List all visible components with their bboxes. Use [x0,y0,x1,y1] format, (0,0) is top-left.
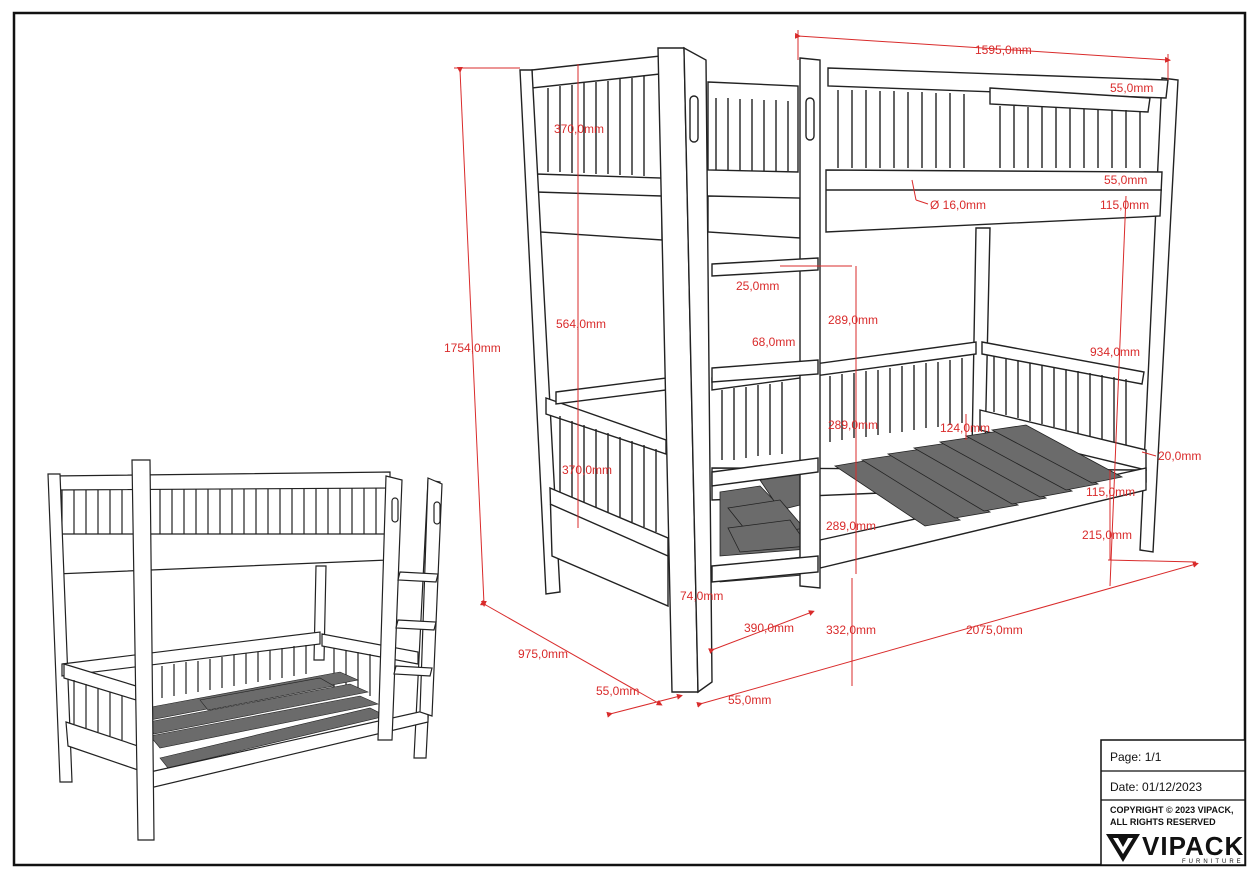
preview-lower-back-rail [61,631,321,677]
back-right-post [1139,77,1179,553]
dimension-labels: 1595,0mm 55,0mm 370,0mm 55,0mm Ø 16,0mm … [444,43,1201,707]
dim-bed-height-upper: 934,0mm [1090,345,1140,359]
bunk-bed-preview-view [47,459,443,841]
back-left-post [519,69,561,595]
preview-top-rail [51,471,391,491]
sheet-border [12,11,1247,867]
vipack-logo-word: VIPACK [1142,831,1244,861]
ladder-handle-slot [805,97,815,141]
upper-back-top-rail [827,67,1169,99]
upper-side-frame [707,195,801,239]
dim-guard-height-bottom: 370,0mm [562,463,612,477]
upper-front-frame-line [535,191,663,197]
dim-overall-width: 975,0mm [518,647,568,661]
preview-handle-slot-right [433,501,441,525]
preview-lower-front-slats [73,680,123,740]
ladder-rung-3 [711,457,819,487]
copyright-line-2: ALL RIGHTS RESERVED [1110,817,1216,827]
upper-front-frame [535,173,663,241]
lower-back-slats [993,356,1127,445]
preview-ladder-rung-2 [395,619,437,631]
preview-ladder-upright-left [377,475,403,741]
lower-front-frame-line [549,503,669,557]
ladder-rung-1 [711,257,819,277]
preview-bed-slats [145,671,387,769]
upper-back-frame [825,169,1163,233]
lower-front-slats [559,416,657,532]
lower-front-frame [549,486,669,608]
upper-inner-panel [707,81,799,173]
dim-rail-height-mid-right: 55,0mm [1104,173,1147,187]
dim-overall-length: 2075,0mm [966,623,1023,637]
dim-clearance-between-beds: 564,0mm [556,317,606,331]
preview-ladder-rung-3 [393,665,433,677]
preview-handle-slot-left [391,497,399,523]
preview-top-frame [55,533,389,575]
ladder-rung-2 [711,359,819,383]
upper-back-slats [837,90,1141,168]
dim-side-gap: 20,0mm [1158,449,1201,463]
lower-bed-slats [717,424,1124,583]
dim-leg-clearance: 215,0mm [1082,528,1132,542]
dim-frame-height-bottom: 115,0mm [1086,485,1135,499]
lower-left-rail [555,377,667,405]
vipack-logo: VIPACK FURNITURE [1106,831,1244,865]
lower-long-back-slats [721,358,963,460]
preview-front-post [131,459,155,841]
drawing-date: Date: 01/12/2023 [1110,780,1202,794]
dim-dowel-diameter: Ø 16,0mm [930,198,986,212]
lower-front-top-rail [545,397,667,455]
dim-frame-height-top: 115,0mm [1100,198,1149,212]
front-post-handle-slot [689,95,699,143]
dim-rung-spacing-1: 289,0mm [828,313,878,327]
dim-ladder-offset: 332,0mm [826,623,876,637]
lower-long-back-rail [711,341,977,391]
dim-overall-height: 1754,0mm [444,341,501,355]
dim-ladder-width: 390,0mm [744,621,794,635]
dim-rung-depth: 68,0mm [752,335,795,349]
dim-ladder-foot: 74,0mm [680,589,723,603]
title-block: Page: 1/1 Date: 01/12/2023 COPYRIGHT © 2… [1100,739,1246,866]
dim-overall-length-top: 1595,0mm [975,43,1032,57]
dim-guard-height-top: 370,0mm [554,122,604,136]
preview-top-slats [61,488,377,534]
dim-guard-lower-small: 124,0mm [940,421,990,435]
preview-ladder-rung-1 [397,571,439,583]
vipack-logo-sub: FURNITURE [1182,859,1244,865]
dim-rung-spacing-2: 289,0mm [828,418,878,432]
preview-left-post [47,473,73,783]
upper-back-mid-rail [989,87,1151,113]
dim-rail-height-top-right: 55,0mm [1110,81,1153,95]
upper-inner-slats [715,98,789,171]
preview-lower-front-frame [65,721,139,771]
dim-post-width-left: 55,0mm [596,684,639,698]
preview-ladder-upright-right [419,477,443,717]
page-number: Page: 1/1 [1110,750,1162,764]
upper-front-slats [547,76,645,176]
copyright-line-1: COPYRIGHT © 2023 VIPACK, [1110,805,1234,815]
dim-post-width-right: 55,0mm [728,693,771,707]
lower-back-top-rail [981,341,1145,385]
dim-rung-thickness: 25,0mm [736,279,779,293]
bunk-bed-dimensioned-view [519,46,1179,694]
dim-rung-spacing-3: 289,0mm [826,519,876,533]
dimension-lines [454,30,1199,718]
